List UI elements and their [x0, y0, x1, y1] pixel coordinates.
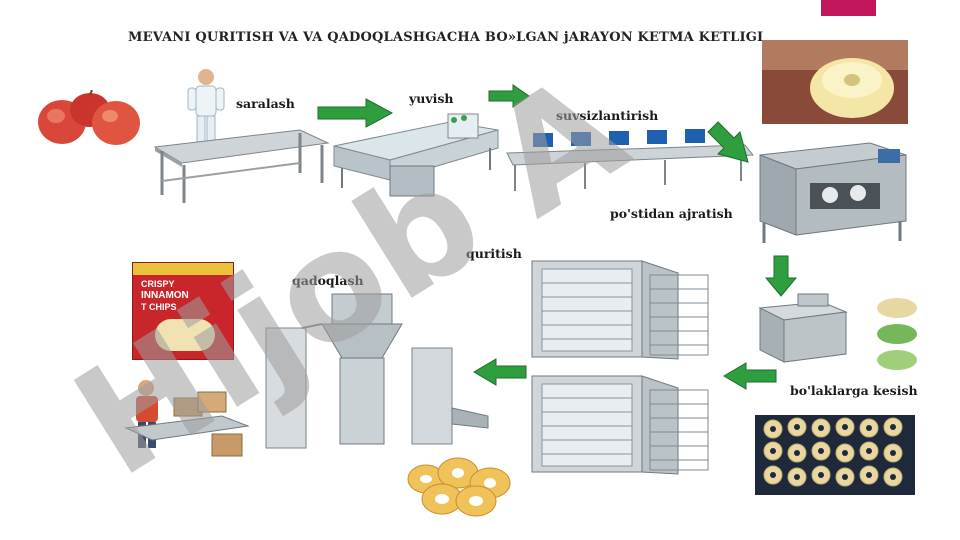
- label-postidan-ajratish: po'stidan ajratish: [610, 206, 733, 221]
- label-quritish: quritish: [466, 246, 522, 261]
- label-saralash: saralash: [236, 96, 295, 111]
- arrow-down-1: [764, 254, 798, 298]
- label-qadoqlash: qadoqlash: [292, 273, 364, 288]
- arrow-right-1: [316, 98, 394, 128]
- label-suvsizlantirish: suvsizlantirish: [556, 108, 659, 123]
- dried-apple-rings: [402, 455, 520, 521]
- worker-figure: [183, 68, 229, 144]
- corner-accent-bar: [821, 0, 876, 16]
- arrow-left-2: [472, 358, 528, 386]
- slicing-machine: [752, 292, 852, 372]
- arrow-left-1: [722, 362, 778, 390]
- drying-oven-bottom: [528, 370, 718, 478]
- boxing-worker-conveyor: [122, 378, 252, 462]
- peeling-machine: [750, 135, 910, 250]
- sliced-pieces-samples: [872, 296, 922, 372]
- package-text-3: T CHIPS: [141, 302, 177, 312]
- peeled-apple-photo: [762, 40, 908, 124]
- dried-rings-tray: [755, 415, 915, 495]
- label-bolaklarga-kesish: bo'laklarga kesish: [790, 383, 918, 398]
- packing-machine: [262, 288, 492, 458]
- chips-package: CRISPY INNAMON T CHIPS: [132, 262, 234, 360]
- dewatering-conveyor: [505, 125, 755, 197]
- arrow-right-2: [487, 84, 531, 108]
- washing-machine: [330, 108, 500, 206]
- package-text-1: CRISPY: [141, 279, 175, 289]
- diagram-title: MEVANI QURITISH VA VA QADOQLASHGACHA BO»…: [128, 30, 764, 45]
- label-yuvish: yuvish: [409, 91, 454, 106]
- sorting-table: [150, 125, 330, 205]
- drying-oven-top: [528, 255, 718, 363]
- package-text-2: INNAMON: [141, 290, 189, 301]
- apples-image: [32, 90, 144, 148]
- arrow-down-right: [706, 120, 752, 166]
